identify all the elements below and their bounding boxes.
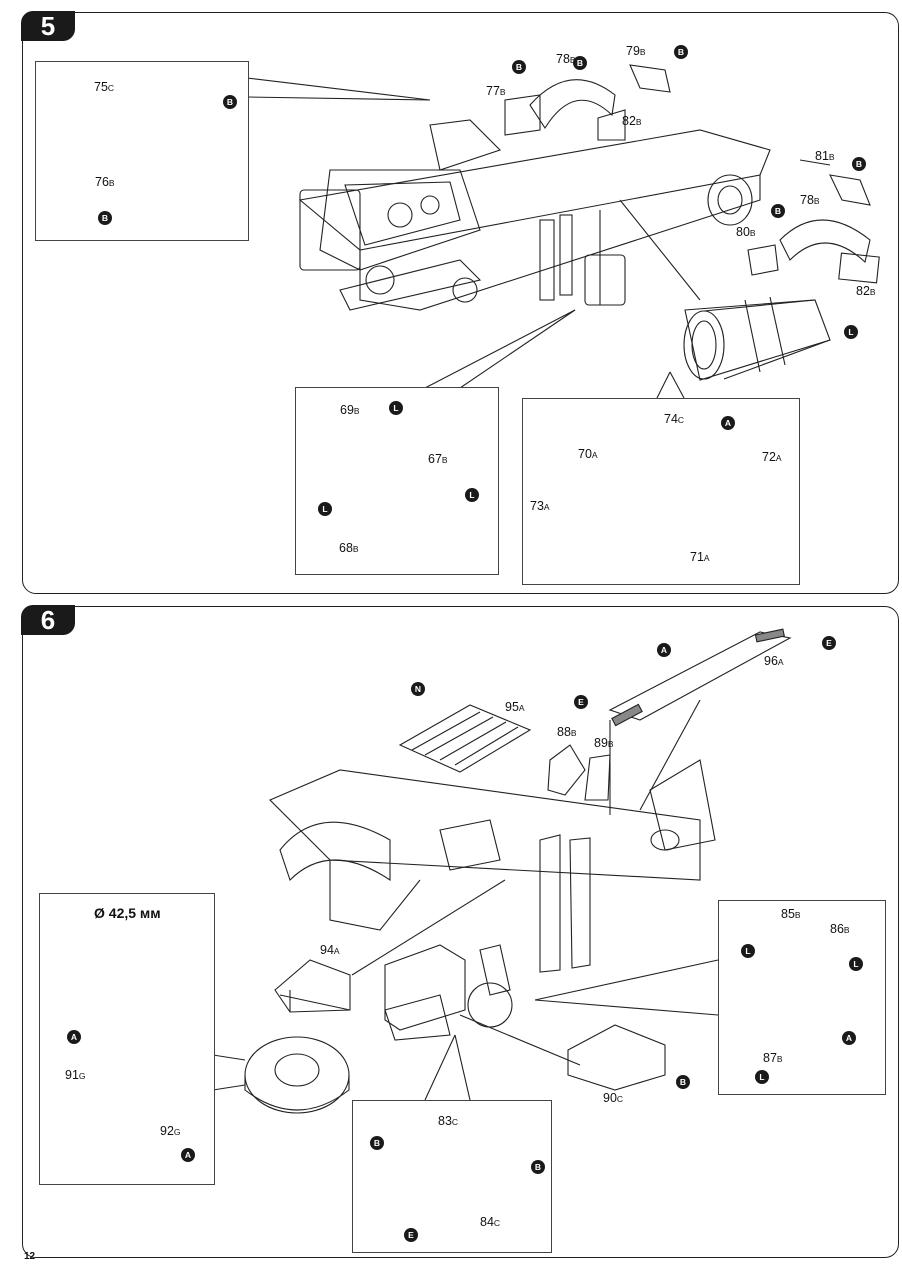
sprue-marker: L (844, 325, 858, 339)
sprue-marker: B (771, 204, 785, 218)
part-label: 82B (856, 284, 876, 298)
part-label: 94A (320, 943, 340, 957)
sprue-marker: A (657, 643, 671, 657)
sprue-marker: A (721, 416, 735, 430)
sprue-marker: A (67, 1030, 81, 1044)
inset-fuel-tank-detail (522, 398, 800, 585)
part-label: 83C (438, 1114, 459, 1128)
part-label: 89B (594, 736, 614, 750)
part-label: 82B (622, 114, 642, 128)
sprue-marker: B (531, 1160, 545, 1174)
part-label: 81B (815, 149, 835, 163)
part-label: 73A (530, 499, 550, 513)
part-label: 88B (557, 725, 577, 739)
sprue-marker: E (822, 636, 836, 650)
part-label: 92G (160, 1124, 181, 1138)
part-label: 78B (556, 52, 576, 66)
page-number: 12 (24, 1251, 36, 1262)
sprue-marker: B (370, 1136, 384, 1150)
inset-tire-detail (39, 893, 215, 1185)
part-label: 68B (339, 541, 359, 555)
part-label: 91G (65, 1068, 86, 1082)
part-label: 79B (626, 44, 646, 58)
part-label: 80B (736, 225, 756, 239)
inset-mudguard-detail (352, 1100, 552, 1253)
sprue-marker: L (318, 502, 332, 516)
part-label: 95A (505, 700, 525, 714)
sprue-marker: B (98, 211, 112, 225)
sprue-marker: L (741, 944, 755, 958)
part-label: 90C (603, 1091, 624, 1105)
sprue-marker: A (181, 1148, 195, 1162)
tire-diameter-label: Ø 42,5 мм (94, 905, 161, 921)
inset-exhaust-detail (718, 900, 886, 1095)
sprue-marker: E (404, 1228, 418, 1242)
part-label: 86B (830, 922, 850, 936)
part-label: 70A (578, 447, 598, 461)
sprue-marker: B (674, 45, 688, 59)
part-label: 74C (664, 412, 685, 426)
part-label: 71A (690, 550, 710, 564)
part-label: 69B (340, 403, 360, 417)
sprue-marker: L (389, 401, 403, 415)
sprue-marker: L (849, 957, 863, 971)
inset-battery-box-detail (295, 387, 499, 575)
sprue-marker: L (755, 1070, 769, 1084)
sprue-marker: N (411, 682, 425, 696)
sprue-marker: B (223, 95, 237, 109)
sprue-marker: B (676, 1075, 690, 1089)
sprue-marker: B (852, 157, 866, 171)
part-label: 67B (428, 452, 448, 466)
sprue-marker: B (573, 56, 587, 70)
part-label: 77B (486, 84, 506, 98)
step-number: 6 (21, 605, 75, 635)
sprue-marker: B (512, 60, 526, 74)
sprue-marker: L (465, 488, 479, 502)
sprue-marker: A (842, 1031, 856, 1045)
part-label: 84C (480, 1215, 501, 1229)
part-label: 76B (95, 175, 115, 189)
part-label: 75C (94, 80, 115, 94)
inset-bumper-detail (35, 61, 249, 241)
step-number: 5 (21, 11, 75, 41)
part-label: 78B (800, 193, 820, 207)
part-label: 72A (762, 450, 782, 464)
sprue-marker: E (574, 695, 588, 709)
part-label: 87B (763, 1051, 783, 1065)
part-label: 85B (781, 907, 801, 921)
part-label: 96A (764, 654, 784, 668)
